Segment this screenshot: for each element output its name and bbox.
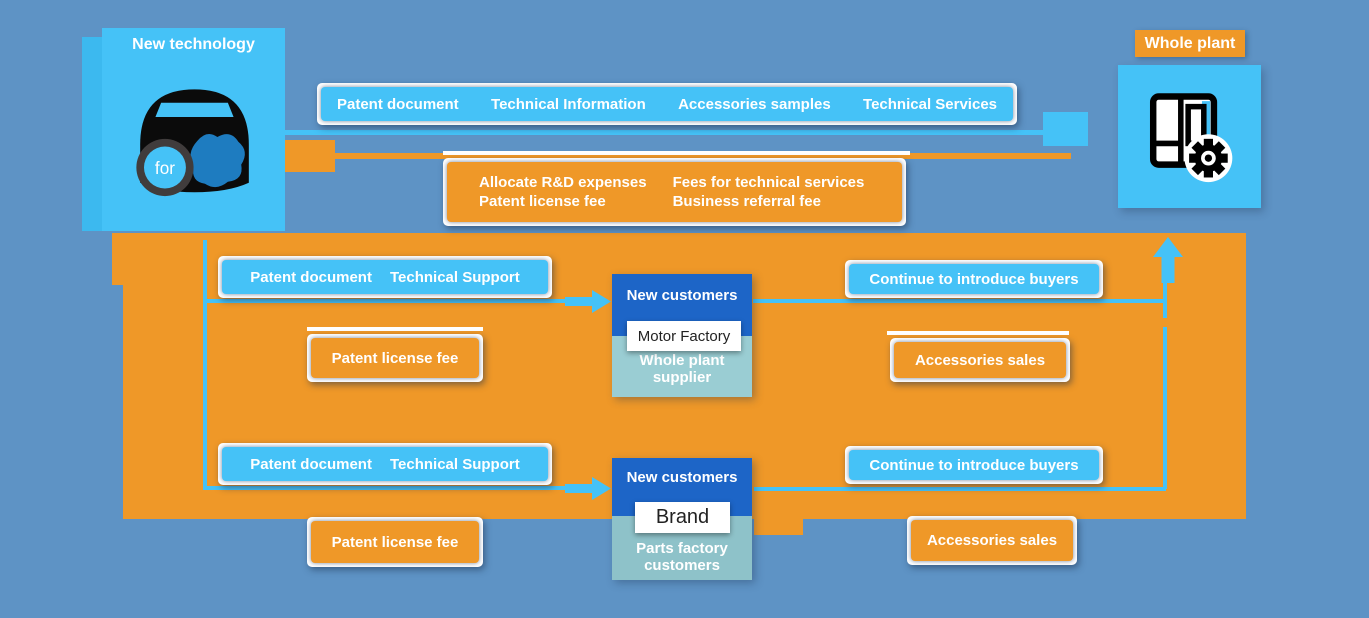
row2-technical-support: Technical Support bbox=[389, 455, 520, 473]
row1-introduce-buyers-box: Continue to introduce buyers bbox=[845, 260, 1103, 298]
left-rail-line bbox=[203, 240, 207, 488]
row1-left-line bbox=[203, 299, 565, 303]
container-bottom-tab bbox=[754, 519, 803, 535]
provide-flow-bar: Patent document Technical Information Ac… bbox=[317, 83, 1017, 125]
row1-customer-tag: Motor Factory bbox=[627, 321, 741, 351]
provide-flow-line bbox=[285, 130, 1088, 135]
row2-right-line bbox=[754, 487, 1166, 491]
row1-license-fee-topline bbox=[307, 327, 483, 331]
fees-column-2: Fees for technical services Business ref… bbox=[673, 173, 865, 211]
row1-accessories-sales-label: Accessories sales bbox=[914, 351, 1046, 369]
fee-item-business-referral: Business referral fee bbox=[672, 193, 821, 210]
whole-plant-label-text: Whole plant bbox=[1144, 34, 1236, 52]
fee-item-technical-services: Fees for technical services bbox=[672, 174, 865, 191]
row2-provide-box: Patent document Technical Support bbox=[218, 443, 552, 485]
row1-customer-stack: New customers Whole plant supplier Motor… bbox=[612, 274, 752, 397]
row2-left-line bbox=[203, 486, 565, 490]
row1-license-fee-label: Patent license fee bbox=[331, 349, 459, 367]
row2-patent-license-fee-box: Patent license fee bbox=[307, 517, 483, 567]
fee-item-patent-license: Patent license fee bbox=[479, 193, 606, 210]
flow-item-technical-services: Technical Services bbox=[863, 95, 997, 113]
return-fees-box: Allocate R&D expenses Patent license fee… bbox=[443, 158, 906, 226]
right-rail-line-upper bbox=[1163, 283, 1167, 318]
row2-introduce-buyers-label: Continue to introduce buyers bbox=[869, 456, 1079, 474]
whole-plant-box bbox=[1118, 65, 1261, 208]
row2-introduce-buyers-box: Continue to introduce buyers bbox=[845, 446, 1103, 484]
row1-accessories-topline bbox=[887, 331, 1069, 335]
row1-right-line bbox=[753, 299, 1166, 303]
new-technology-box: New technology for bbox=[102, 28, 285, 231]
row2-accessories-sales-box: Accessories sales bbox=[907, 516, 1077, 565]
fees-box-topline bbox=[443, 151, 910, 155]
cyan-connector-square bbox=[1043, 112, 1088, 146]
row1-patent-document: Patent document bbox=[250, 268, 372, 286]
flow-item-technical-information: Technical Information bbox=[491, 95, 646, 113]
row2-customer-stack: New customers Parts factory customers Br… bbox=[612, 458, 752, 580]
machinery-gear-icon bbox=[1149, 92, 1232, 182]
up-arrow-icon bbox=[1153, 237, 1183, 283]
fee-item-rd-expenses: Allocate R&D expenses bbox=[479, 174, 647, 191]
container-left-notch bbox=[112, 285, 123, 519]
row2-right-arrow-icon bbox=[565, 477, 611, 500]
row2-patent-document: Patent document bbox=[250, 455, 372, 473]
new-technology-label: New technology bbox=[132, 36, 255, 53]
whole-plant-label: Whole plant bbox=[1135, 30, 1245, 57]
orange-connector-square bbox=[285, 140, 335, 172]
for-badge: for bbox=[155, 158, 175, 178]
flow-item-patent-document: Patent document bbox=[337, 95, 459, 113]
row1-technical-support: Technical Support bbox=[389, 268, 520, 286]
right-rail-line-lower bbox=[1163, 327, 1167, 489]
row2-customer-tag: Brand bbox=[635, 502, 730, 533]
return-flow-line bbox=[335, 153, 1071, 159]
fees-column-1: Allocate R&D expenses Patent license fee bbox=[479, 173, 647, 211]
row2-license-fee-label: Patent license fee bbox=[331, 533, 459, 551]
row1-introduce-buyers-label: Continue to introduce buyers bbox=[869, 270, 1079, 288]
row1-patent-license-fee-box: Patent license fee bbox=[307, 334, 483, 382]
row1-accessories-sales-box: Accessories sales bbox=[890, 338, 1070, 382]
motorcycle-helmet-icon: for bbox=[136, 89, 249, 197]
flow-item-accessories-samples: Accessories samples bbox=[678, 95, 831, 113]
row1-right-arrow-icon bbox=[565, 290, 611, 313]
row2-accessories-sales-label: Accessories sales bbox=[926, 532, 1058, 549]
row1-provide-box: Patent document Technical Support bbox=[218, 256, 552, 298]
